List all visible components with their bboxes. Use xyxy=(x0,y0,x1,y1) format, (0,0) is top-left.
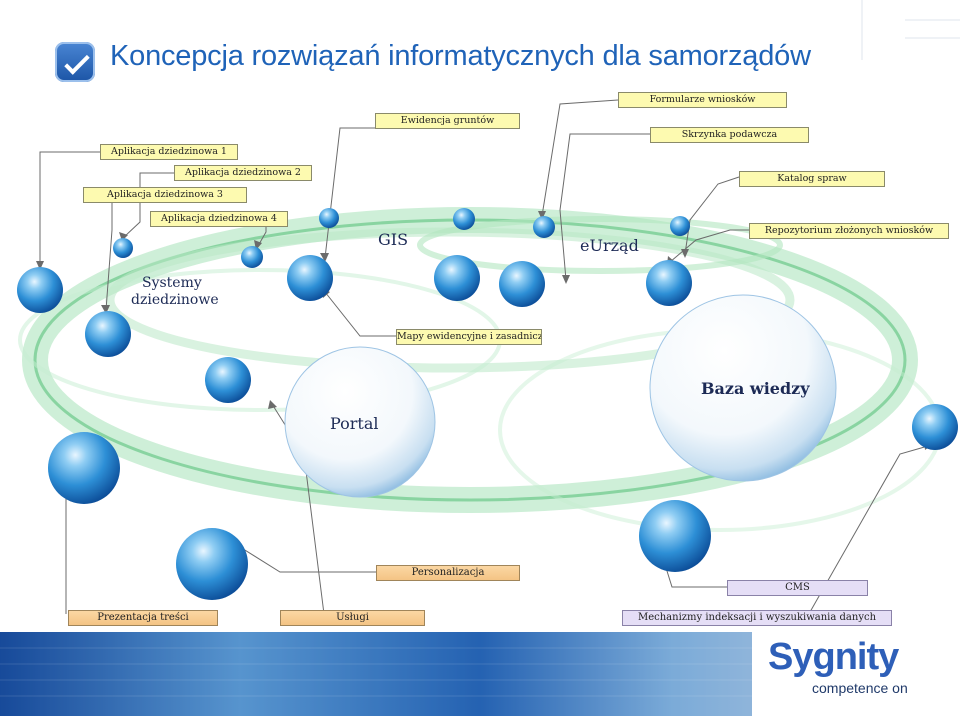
node-portal: Portal xyxy=(330,414,378,433)
label-repository: Repozytorium złożonych wniosków xyxy=(749,223,949,239)
label-case-catalog: Katalog spraw xyxy=(739,171,885,187)
label-personalization: Personalizacja xyxy=(376,565,520,581)
node-knowledge-base: Baza wiedzy xyxy=(701,379,810,398)
brand-logo: Sygnity xyxy=(768,636,898,679)
label-app4: Aplikacja dziedzinowa 4 xyxy=(150,211,288,227)
checkmark-logo-icon xyxy=(55,42,95,82)
page-title: Koncepcja rozwiązań informatycznych dla … xyxy=(110,40,910,73)
node-gis: GIS xyxy=(378,230,408,249)
label-content-presentation: Prezentacja treści xyxy=(68,610,218,626)
label-services: Usługi xyxy=(280,610,425,626)
label-cms: CMS xyxy=(727,580,868,596)
brand-tagline: competence on xyxy=(812,680,908,696)
node-eurzad: eUrząd xyxy=(580,236,639,255)
label-app2: Aplikacja dziedzinowa 2 xyxy=(174,165,312,181)
label-land-registry: Ewidencja gruntów xyxy=(375,113,520,129)
label-app1: Aplikacja dziedzinowa 1 xyxy=(100,144,238,160)
node-systems-line2: dziedzinowe xyxy=(131,292,219,308)
label-forms: Formularze wniosków xyxy=(618,92,787,108)
label-inbox: Skrzynka podawcza xyxy=(650,127,809,143)
node-systems-line1: Systemy xyxy=(142,275,202,291)
label-app3: Aplikacja dziedzinowa 3 xyxy=(83,187,247,203)
label-indexing: Mechanizmy indeksacji i wyszukiwania dan… xyxy=(622,610,892,626)
label-maps: Mapy ewidencyjne i zasadnicze xyxy=(396,329,542,345)
